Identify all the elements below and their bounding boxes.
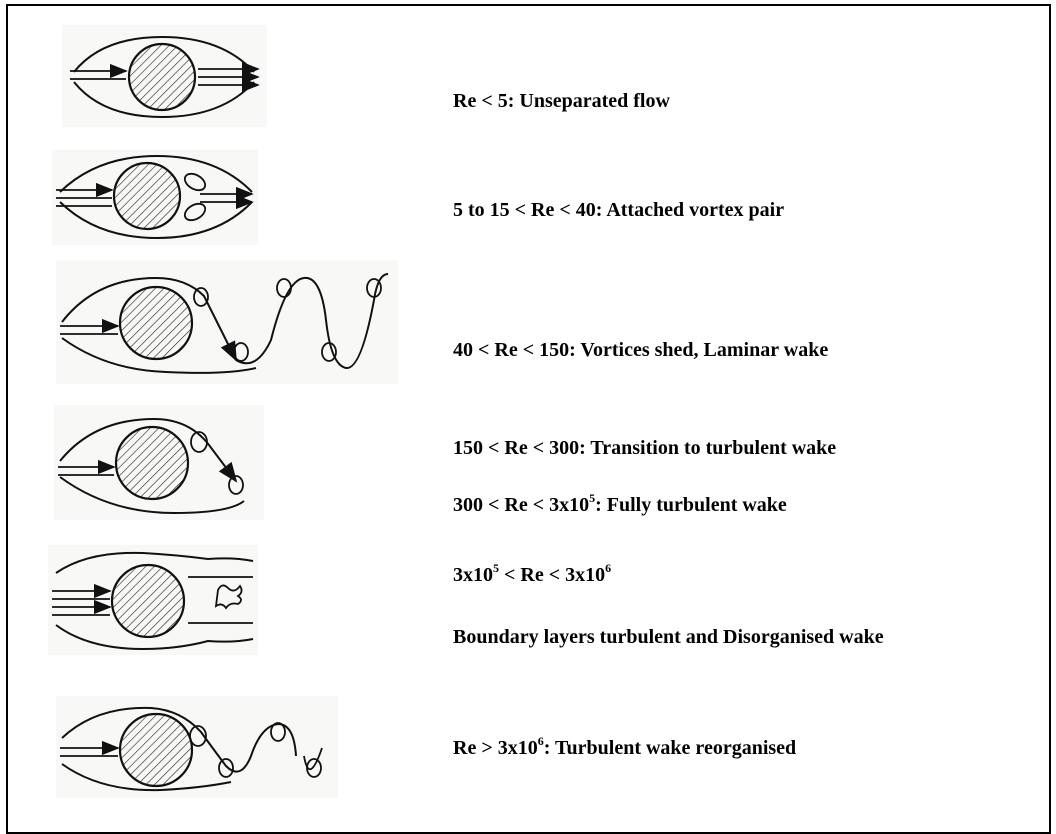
attached-vortex-pair-sketch-icon xyxy=(52,150,258,245)
regime-label-disorganised-wake: Boundary layers turbulent and Disorganis… xyxy=(453,626,884,649)
transition-wake-sketch-icon xyxy=(54,405,264,520)
regime-label-laminar-wake: 40 < Re < 150: Vortices shed, Laminar wa… xyxy=(453,339,828,362)
reorganised-turbulent-wake-sketch-icon xyxy=(56,696,338,798)
regime-label-range-3e5-3e6: 3x105 < Re < 3x106 xyxy=(453,564,611,587)
regime-label-unseparated: Re < 5: Unseparated flow xyxy=(453,90,670,113)
unseparated-flow-sketch-icon xyxy=(62,25,267,127)
regime-label-fully-turbulent: 300 < Re < 3x105: Fully turbulent wake xyxy=(453,494,787,517)
laminar-vortex-street-sketch-icon xyxy=(56,260,398,384)
regime-label-transition: 150 < Re < 300: Transition to turbulent … xyxy=(453,437,836,460)
regime-label-reorganised: Re > 3x106: Turbulent wake reorganised xyxy=(453,737,796,760)
disorganised-turbulent-wake-sketch-icon xyxy=(48,545,258,655)
regime-label-attached-vortex-pair: 5 to 15 < Re < 40: Attached vortex pair xyxy=(453,199,784,222)
